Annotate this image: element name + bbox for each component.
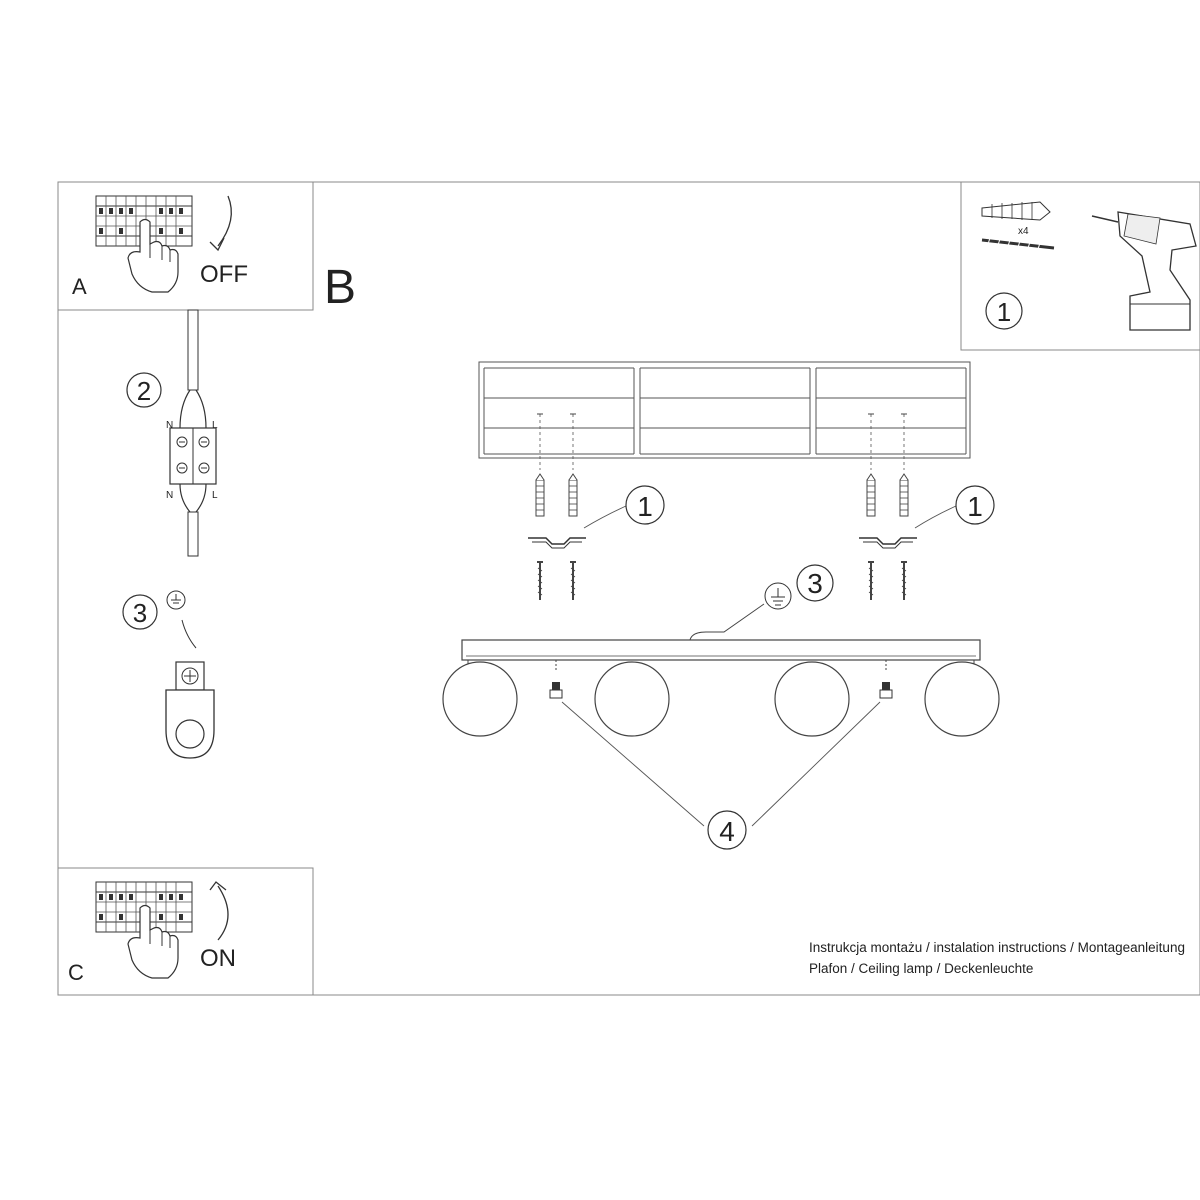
callout-4-circle	[707, 810, 747, 850]
power-drill-icon	[1091, 211, 1197, 331]
screw-icon	[536, 561, 544, 601]
neutral-label-bottom: N	[166, 490, 173, 501]
off-label: OFF	[200, 261, 248, 288]
ceiling-outline	[478, 361, 971, 459]
callout-4-number: 4	[719, 816, 735, 847]
wall-plug-icon	[981, 201, 1051, 221]
screw-icon	[569, 561, 577, 601]
panel-c: C ON	[57, 867, 314, 996]
screw-icon	[900, 561, 908, 601]
earth-connection: 3	[122, 590, 215, 759]
glass-globe	[774, 661, 850, 737]
kit-quantity: x4	[1018, 226, 1029, 237]
step-3-circle	[122, 594, 158, 630]
step-2-number: 2	[137, 376, 151, 406]
callout-1-right-circle	[955, 485, 995, 525]
wiring-diagram: 2 N L N L	[126, 309, 218, 557]
glass-globe	[442, 661, 518, 737]
neutral-label-top: N	[166, 420, 173, 431]
callout-1-left-circle	[625, 485, 665, 525]
mounting-bracket-icon	[859, 537, 917, 545]
step-1-number: 1	[997, 297, 1011, 327]
right-mounting-set: 1	[859, 413, 995, 601]
callout-1-left-number: 1	[637, 491, 653, 522]
screw-icon	[867, 561, 875, 601]
wall-plug-icon	[866, 473, 876, 517]
sheet-frame	[57, 181, 1200, 996]
product-type: Plafon / Ceiling lamp / Deckenleuchte	[809, 961, 1034, 976]
fixing-screw-left-icon	[549, 659, 563, 699]
panel-a: A OFF	[57, 181, 314, 311]
earth-screw-icon	[175, 661, 205, 691]
callout-1-right-number: 1	[967, 491, 983, 522]
lamp-canopy-bar	[461, 639, 981, 661]
wall-plug-icon	[899, 473, 909, 517]
wall-plug-icon	[568, 473, 578, 517]
glass-globe	[924, 661, 1000, 737]
panel-a-frame	[57, 181, 314, 311]
glass-globe	[594, 661, 670, 737]
callout-3-circle	[796, 564, 834, 602]
panel-c-frame	[57, 867, 314, 996]
panel-c-letter: C	[68, 960, 84, 985]
wall-plug-icon	[535, 473, 545, 517]
on-label: ON	[200, 945, 236, 972]
left-mounting-set: 1	[528, 413, 665, 601]
instructions-title: Instrukcja montażu / instalation instruc…	[809, 940, 1185, 955]
mounting-bracket-icon	[528, 537, 586, 545]
step-1-circle	[985, 292, 1023, 330]
live-label-bottom: L	[212, 490, 218, 501]
switch-up-arrow-icon	[217, 885, 229, 941]
fixing-screw-right-icon	[879, 659, 893, 699]
switch-down-arrow-icon	[217, 195, 232, 247]
tools-kit: x4 1	[960, 181, 1200, 351]
step-3-number: 3	[133, 598, 147, 628]
panel-b-letter: B	[324, 261, 356, 314]
ceiling	[478, 361, 971, 459]
live-label-top: L	[212, 420, 218, 431]
callout-3-number: 3	[807, 568, 823, 599]
screw-icon	[981, 237, 1055, 250]
step-2-circle	[126, 372, 162, 408]
panel-a-letter: A	[72, 274, 87, 299]
lamp-fixture: 4	[442, 639, 1000, 850]
ground-callout: 3	[689, 564, 834, 641]
